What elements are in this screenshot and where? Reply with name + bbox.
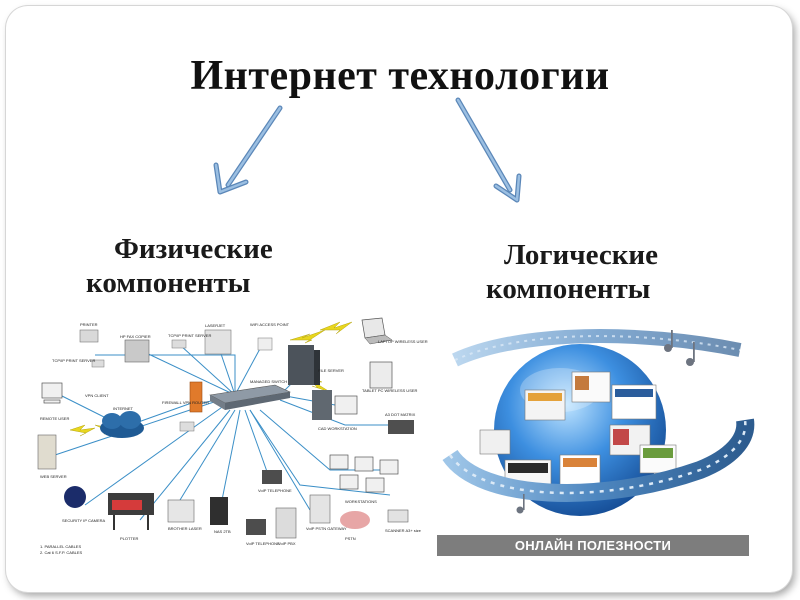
logical-heading-line2: компоненты [486, 273, 651, 306]
label-pstn: PSTN [345, 536, 356, 541]
file-server-icon [288, 345, 320, 385]
logical-components-heading: Логические компоненты [486, 238, 658, 306]
laserjet-icon [204, 329, 232, 355]
label-firewall: FIREWALL VPN ROUTER [162, 400, 209, 405]
printer-icon [79, 329, 99, 343]
label-legend1: 1. PARALLEL CABLES [40, 544, 81, 549]
caption-banner: ОНЛАЙН ПОЛЕЗНОСТИ [437, 535, 749, 556]
web-server-icon [37, 434, 57, 470]
nas-icon [210, 497, 228, 525]
label-wifi: WIFI ACCESS POINT [250, 322, 290, 327]
arrow-right-icon [455, 97, 522, 203]
voip-phone-2-icon [262, 470, 282, 484]
label-cad: CAD WORKSTATION [318, 426, 357, 431]
access-point-icon [257, 337, 273, 351]
music-note-icons [516, 330, 695, 514]
label-printer: PRINTER [80, 322, 98, 327]
voip-pbx-icon [275, 507, 297, 539]
label-scanner: SCANNER A3+ size [385, 528, 422, 533]
laser-printer-icon [167, 499, 195, 523]
security-camera-icon [64, 486, 86, 508]
print-server-icon [171, 339, 187, 349]
label-tcpip: TCP/IP PRINT SERVER [168, 333, 211, 338]
label-file-server: FILE SERVER [318, 368, 344, 373]
slide-title: Интернет технологии [190, 53, 610, 99]
print-server-2-icon [91, 359, 105, 368]
laptop-icon [361, 317, 393, 345]
cad-tower-icon [312, 390, 332, 420]
voip-telephone-icon [246, 519, 266, 535]
physical-heading-line1: Физические [114, 233, 273, 265]
dot-matrix-icon [388, 420, 414, 434]
label-laserjet: LASERJET [205, 323, 226, 328]
pstn-gateway-icon [309, 494, 331, 524]
managed-switch-icon [209, 384, 291, 410]
label-switch: MANAGED SWITCH [250, 379, 287, 384]
label-voip-phone: VoIP TELEPHONE [258, 488, 292, 493]
label-workstations: WORKSTATIONS [345, 499, 377, 504]
pstn-cloud-icon [340, 511, 370, 529]
label-dotmatrix: A3 DOT MATRIX [385, 412, 416, 417]
label-vpn: VPN CLIENT [85, 393, 109, 398]
label-pbx: VoIP PBX [278, 541, 296, 546]
fax-copier-icon [124, 339, 150, 363]
label-tablet: TABLET PC WIRELESS USER [362, 388, 418, 393]
label-legend2: 2. Cat 6 S.F.P. CABLES [40, 550, 83, 555]
workstation-monitors [41, 382, 399, 493]
firewall-icon [189, 381, 203, 413]
label-remote: REMOTE USER [40, 416, 69, 421]
arrow-left-icon [213, 105, 283, 195]
network-cables [54, 344, 400, 521]
label-laser: BROTHER LASER [168, 526, 202, 531]
web-thumbnails [479, 371, 677, 495]
scanner-icon [387, 509, 409, 523]
label-plotter: PLOTTER [120, 536, 139, 541]
logical-heading-line1: Логические [504, 239, 659, 271]
tablet-icon [369, 361, 393, 389]
label-internet: INTERNET [113, 406, 134, 411]
internet-cloud-icon [100, 411, 144, 438]
label-gateway: VoIP PSTN GATEWAY [306, 526, 347, 531]
label-camera: SECURITY IP CAMERA [62, 518, 106, 523]
label-laptop: LAPTOP WIRELESS USER [378, 339, 428, 344]
label-web: WEB SERVER [40, 474, 67, 479]
physical-components-heading: Физические компоненты [86, 232, 273, 300]
label-print-server: TCP/IP PRINT SERVER [52, 358, 95, 363]
label-fax: HP FAX COPIER [120, 334, 151, 339]
physical-heading-line2: компоненты [86, 267, 251, 300]
label-nas: NAS 2TB [214, 529, 231, 534]
plotter-icon [108, 493, 154, 530]
label-voip-tel: VoIP TELEPHONE [246, 541, 280, 546]
vpn-router-icon [179, 421, 195, 432]
